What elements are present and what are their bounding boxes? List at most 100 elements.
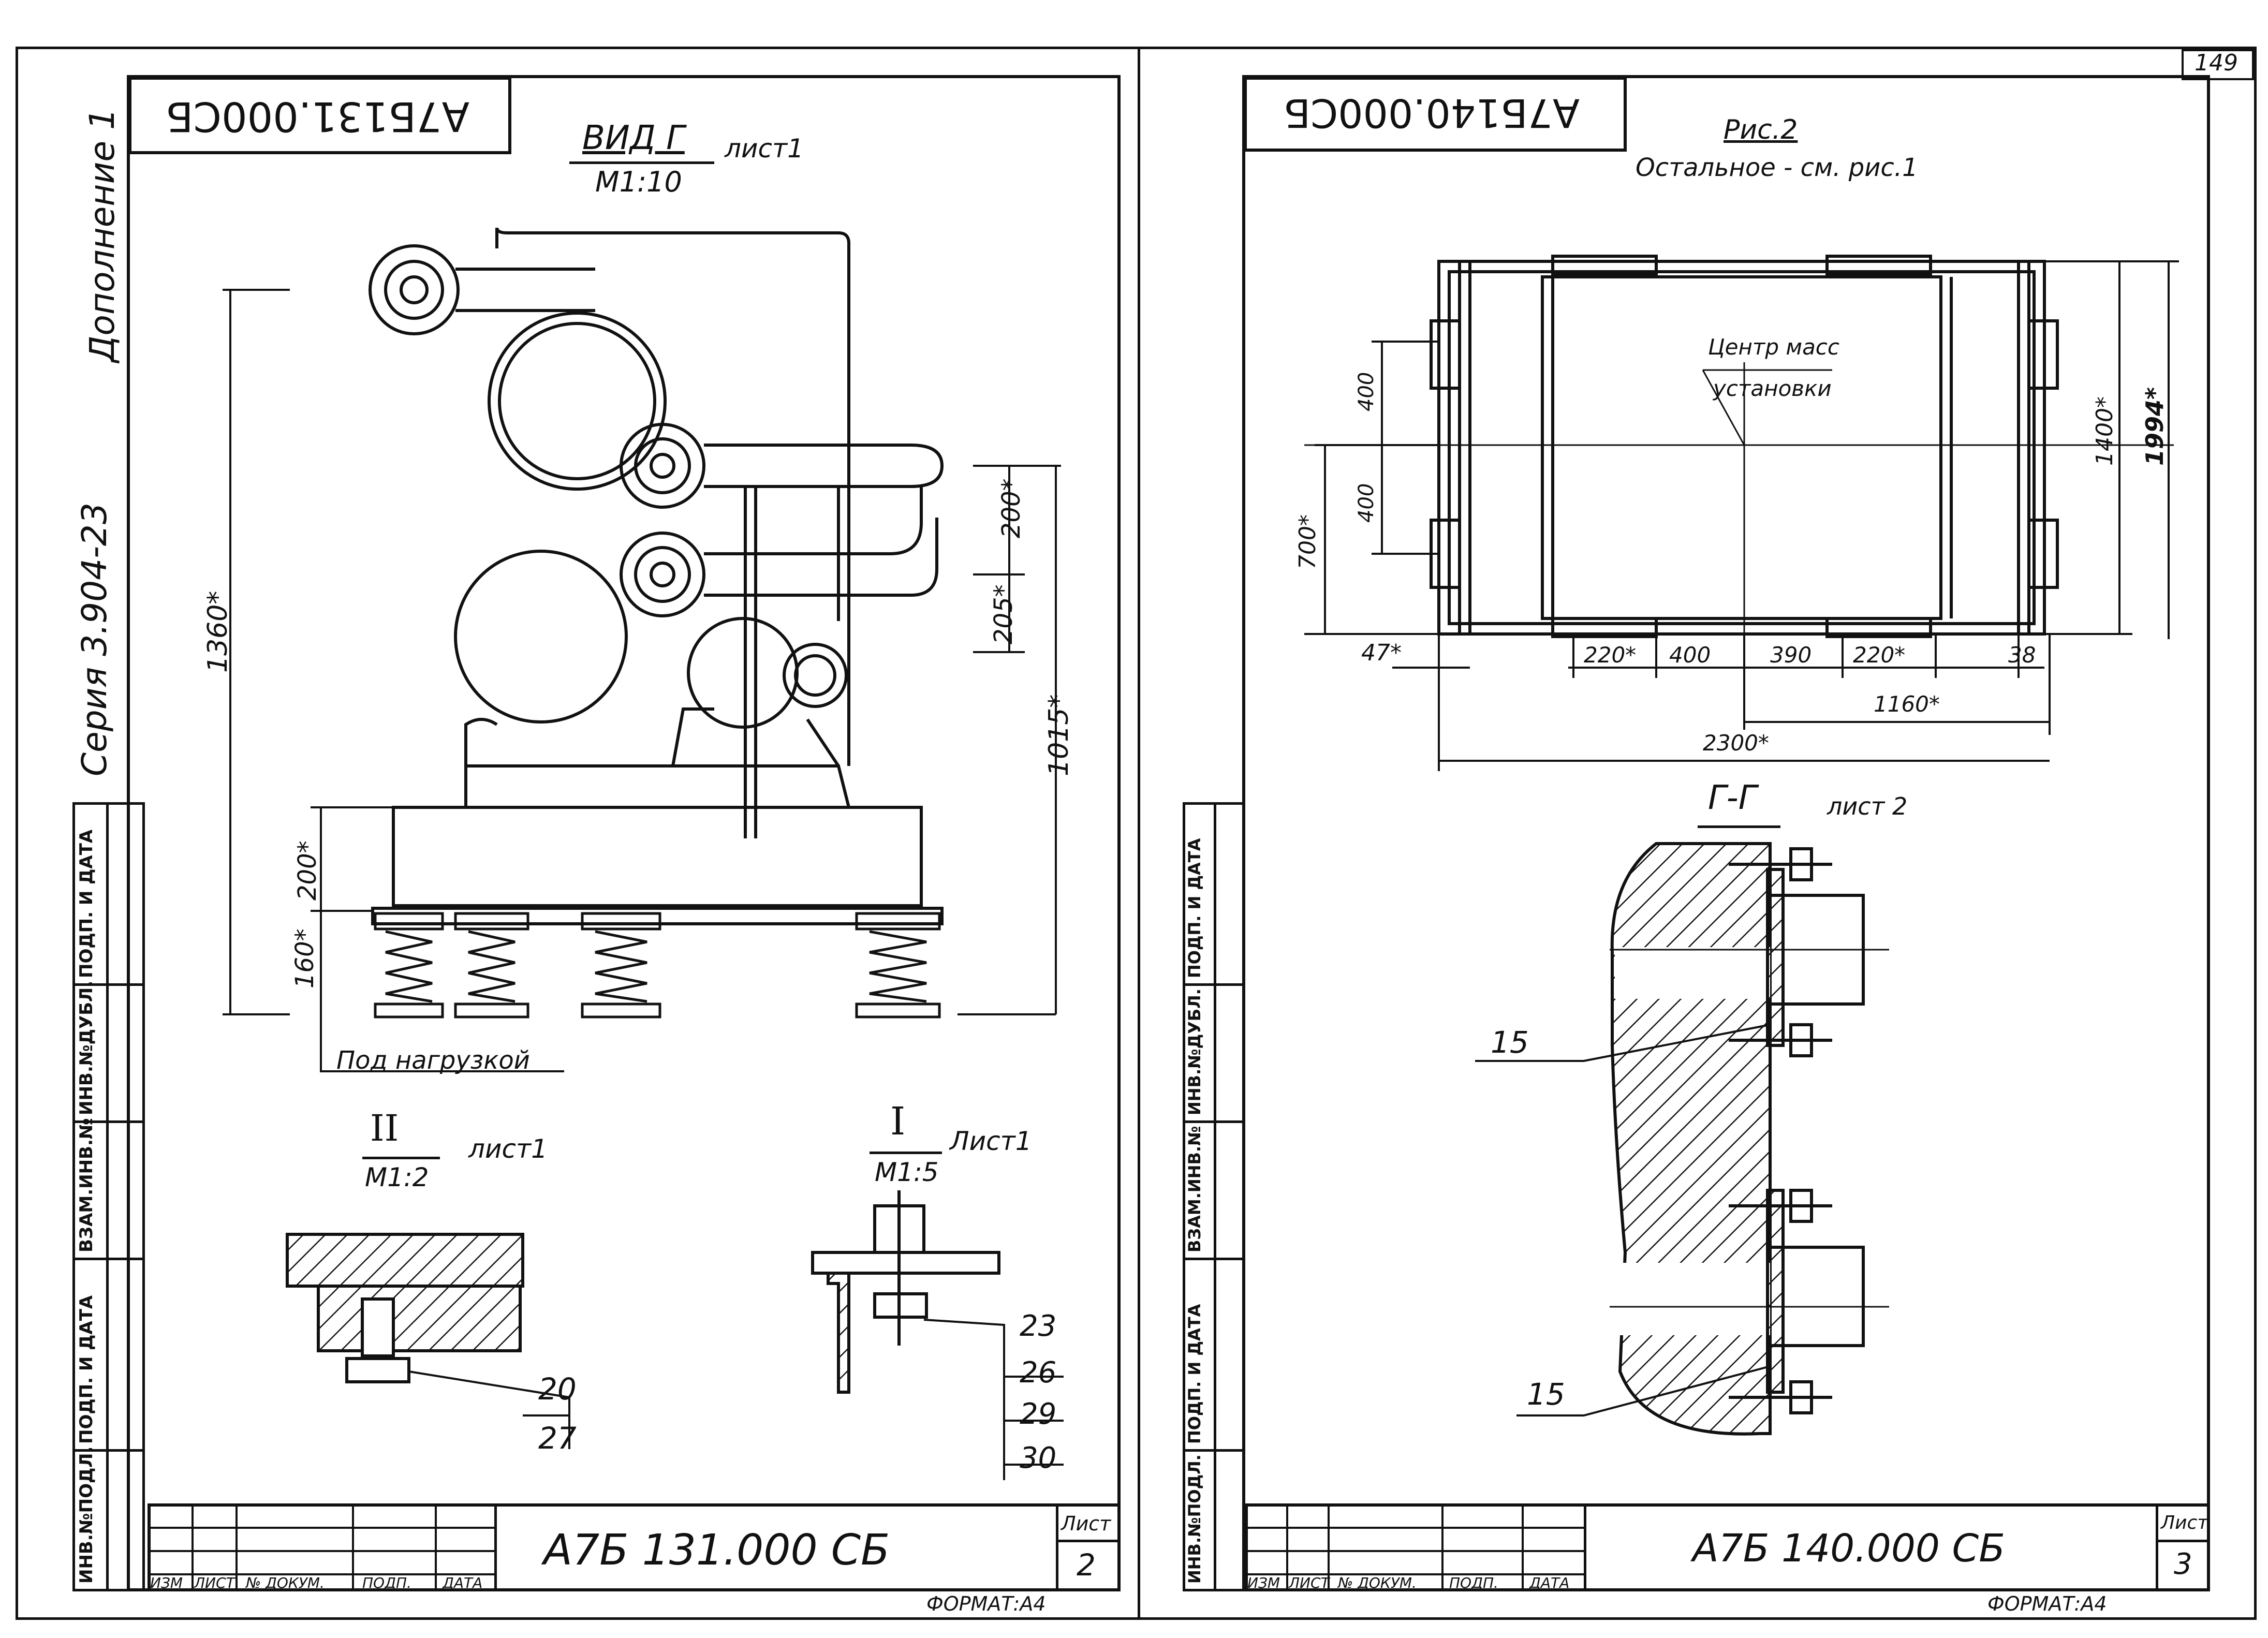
right-title-block [1245, 1503, 2210, 1591]
right-format: ФОРМАТ:А4 [1987, 1592, 2107, 1615]
dim-220-a: 220* [1584, 642, 1637, 668]
right-tb-c1 [1286, 1503, 1288, 1591]
right-tb-h-data: ДАТА [1529, 1574, 1570, 1591]
right-doc-code: А7Б 140.000 СБ [1692, 1526, 2005, 1571]
left-tb-c3 [352, 1503, 354, 1591]
right-side-sep-3 [1183, 1120, 1245, 1123]
right-tb-h3 [1245, 1573, 1584, 1575]
right-sheet-number: 3 [2174, 1547, 2192, 1581]
right-tb-c4 [1522, 1503, 1524, 1591]
section-sheet: лист 2 [1827, 792, 1908, 820]
right-side-sep-4 [1183, 983, 1245, 986]
detail-ii-rule [362, 1157, 440, 1159]
page-number-box [2182, 49, 2254, 80]
left-tb-v1 [494, 1503, 497, 1591]
fig-title: Рис.2 [1724, 114, 1798, 145]
detail-ii-label: II [370, 1107, 399, 1149]
right-tb-h2 [1245, 1550, 1584, 1552]
ref-30: 30 [1020, 1441, 1057, 1475]
left-doc-code: А7Б 131.000 СБ [543, 1526, 890, 1575]
right-side-col-0: ИНВ.№ПОДЛ. [1185, 1454, 1204, 1584]
left-sheet-label: Лист [1061, 1512, 1111, 1535]
right-side-sep-1 [1183, 1449, 1245, 1452]
left-title-block [148, 1503, 1121, 1591]
dim-400-c: 400 [1669, 642, 1711, 668]
ref-15-b: 15 [1527, 1377, 1565, 1412]
right-side-col-3: ИНВ.№ДУБЛ. [1185, 988, 1204, 1115]
left-side-sep-2 [72, 1258, 145, 1260]
ref-29: 29 [1020, 1397, 1057, 1431]
right-tb-v2 [2156, 1503, 2158, 1591]
left-tb-c2 [235, 1503, 238, 1591]
left-format: ФОРМАТ:А4 [926, 1592, 1046, 1615]
detail-i-scale: М1:5 [875, 1157, 939, 1187]
right-tb-c3 [1441, 1503, 1444, 1591]
center-label-1: Центр масс [1708, 334, 1839, 360]
right-side-sep-2 [1183, 1258, 1245, 1260]
left-tb-h-doc: № ДОКУМ. [246, 1574, 325, 1591]
page-number: 149 [2195, 50, 2238, 76]
ref-27: 27 [538, 1421, 577, 1456]
dim-47: 47* [1361, 640, 1402, 666]
dim-2300: 2300* [1703, 730, 1769, 756]
dim-220-b: 220* [1853, 642, 1906, 668]
right-tb-h4 [2156, 1540, 2210, 1542]
dim-390: 390 [1770, 642, 1812, 668]
left-tb-h-list: ЛИСТ [194, 1574, 235, 1591]
left-tb-h2 [148, 1550, 494, 1552]
right-tb-h-list: ЛИСТ [1289, 1574, 1330, 1591]
left-side-sep-3 [72, 1120, 145, 1123]
left-tb-h3 [148, 1573, 494, 1575]
left-view-title: ВИД Г [582, 119, 685, 157]
detail-ii-scale: М1:2 [365, 1162, 429, 1192]
left-side-divider [106, 802, 109, 1591]
right-stamp [1244, 77, 1627, 152]
right-tb-h-doc: № ДОКУМ. [1338, 1574, 1417, 1591]
left-side-sep-4 [72, 983, 145, 986]
right-side-divider [1214, 802, 1216, 1591]
left-tb-c4 [435, 1503, 437, 1591]
ref-23: 23 [1020, 1309, 1057, 1343]
right-tb-c2 [1328, 1503, 1330, 1591]
left-side-sep-1 [72, 1449, 145, 1452]
dim-38: 38 [2008, 642, 2036, 668]
right-tb-v1 [1584, 1503, 1586, 1591]
left-view-scale: М1:10 [595, 166, 682, 198]
section-title: Г-Г [1708, 779, 1757, 817]
left-tb-c1 [192, 1503, 194, 1591]
right-side-col-4: ПОДП. И ДАТА [1185, 838, 1204, 978]
section-title-rule [1698, 825, 1780, 828]
sheet-divider [1138, 47, 1140, 1620]
left-view-rule [569, 161, 714, 164]
left-tb-v2 [1056, 1503, 1058, 1591]
detail-ii-sheet: лист1 [468, 1134, 548, 1164]
detail-i-label: I [890, 1099, 906, 1144]
ref-20: 20 [538, 1371, 577, 1407]
detail-i-sheet: Лист1 [950, 1126, 1032, 1156]
right-side-col-2: ВЗАМ.ИНВ.№ [1185, 1126, 1204, 1253]
right-sheet-label: Лист [2161, 1512, 2208, 1533]
page-frame [16, 47, 2257, 1620]
left-view-sheet: лист1 [725, 134, 804, 164]
left-tb-h-data: ДАТА [443, 1574, 483, 1591]
left-tb-h-izm: ИЗМ [150, 1574, 183, 1591]
center-label-2: установки [1713, 376, 1832, 401]
left-tb-h4 [1056, 1540, 1121, 1542]
right-tb-h-izm: ИЗМ [1247, 1574, 1280, 1591]
left-side-stamp [72, 802, 145, 1591]
ref-26: 26 [1020, 1356, 1057, 1390]
left-stamp [128, 77, 511, 154]
right-tb-h1 [1245, 1527, 1584, 1529]
detail-i-rule [870, 1152, 942, 1154]
fig-note: Остальное - см. рис.1 [1636, 153, 1918, 182]
right-side-col-1: ПОДП. И ДАТА [1185, 1304, 1204, 1444]
load-label: Под нагрузкой [336, 1046, 530, 1075]
left-tb-h1 [148, 1527, 494, 1529]
left-sheet-number: 2 [1077, 1547, 1096, 1583]
dim-1160: 1160* [1874, 691, 1940, 717]
